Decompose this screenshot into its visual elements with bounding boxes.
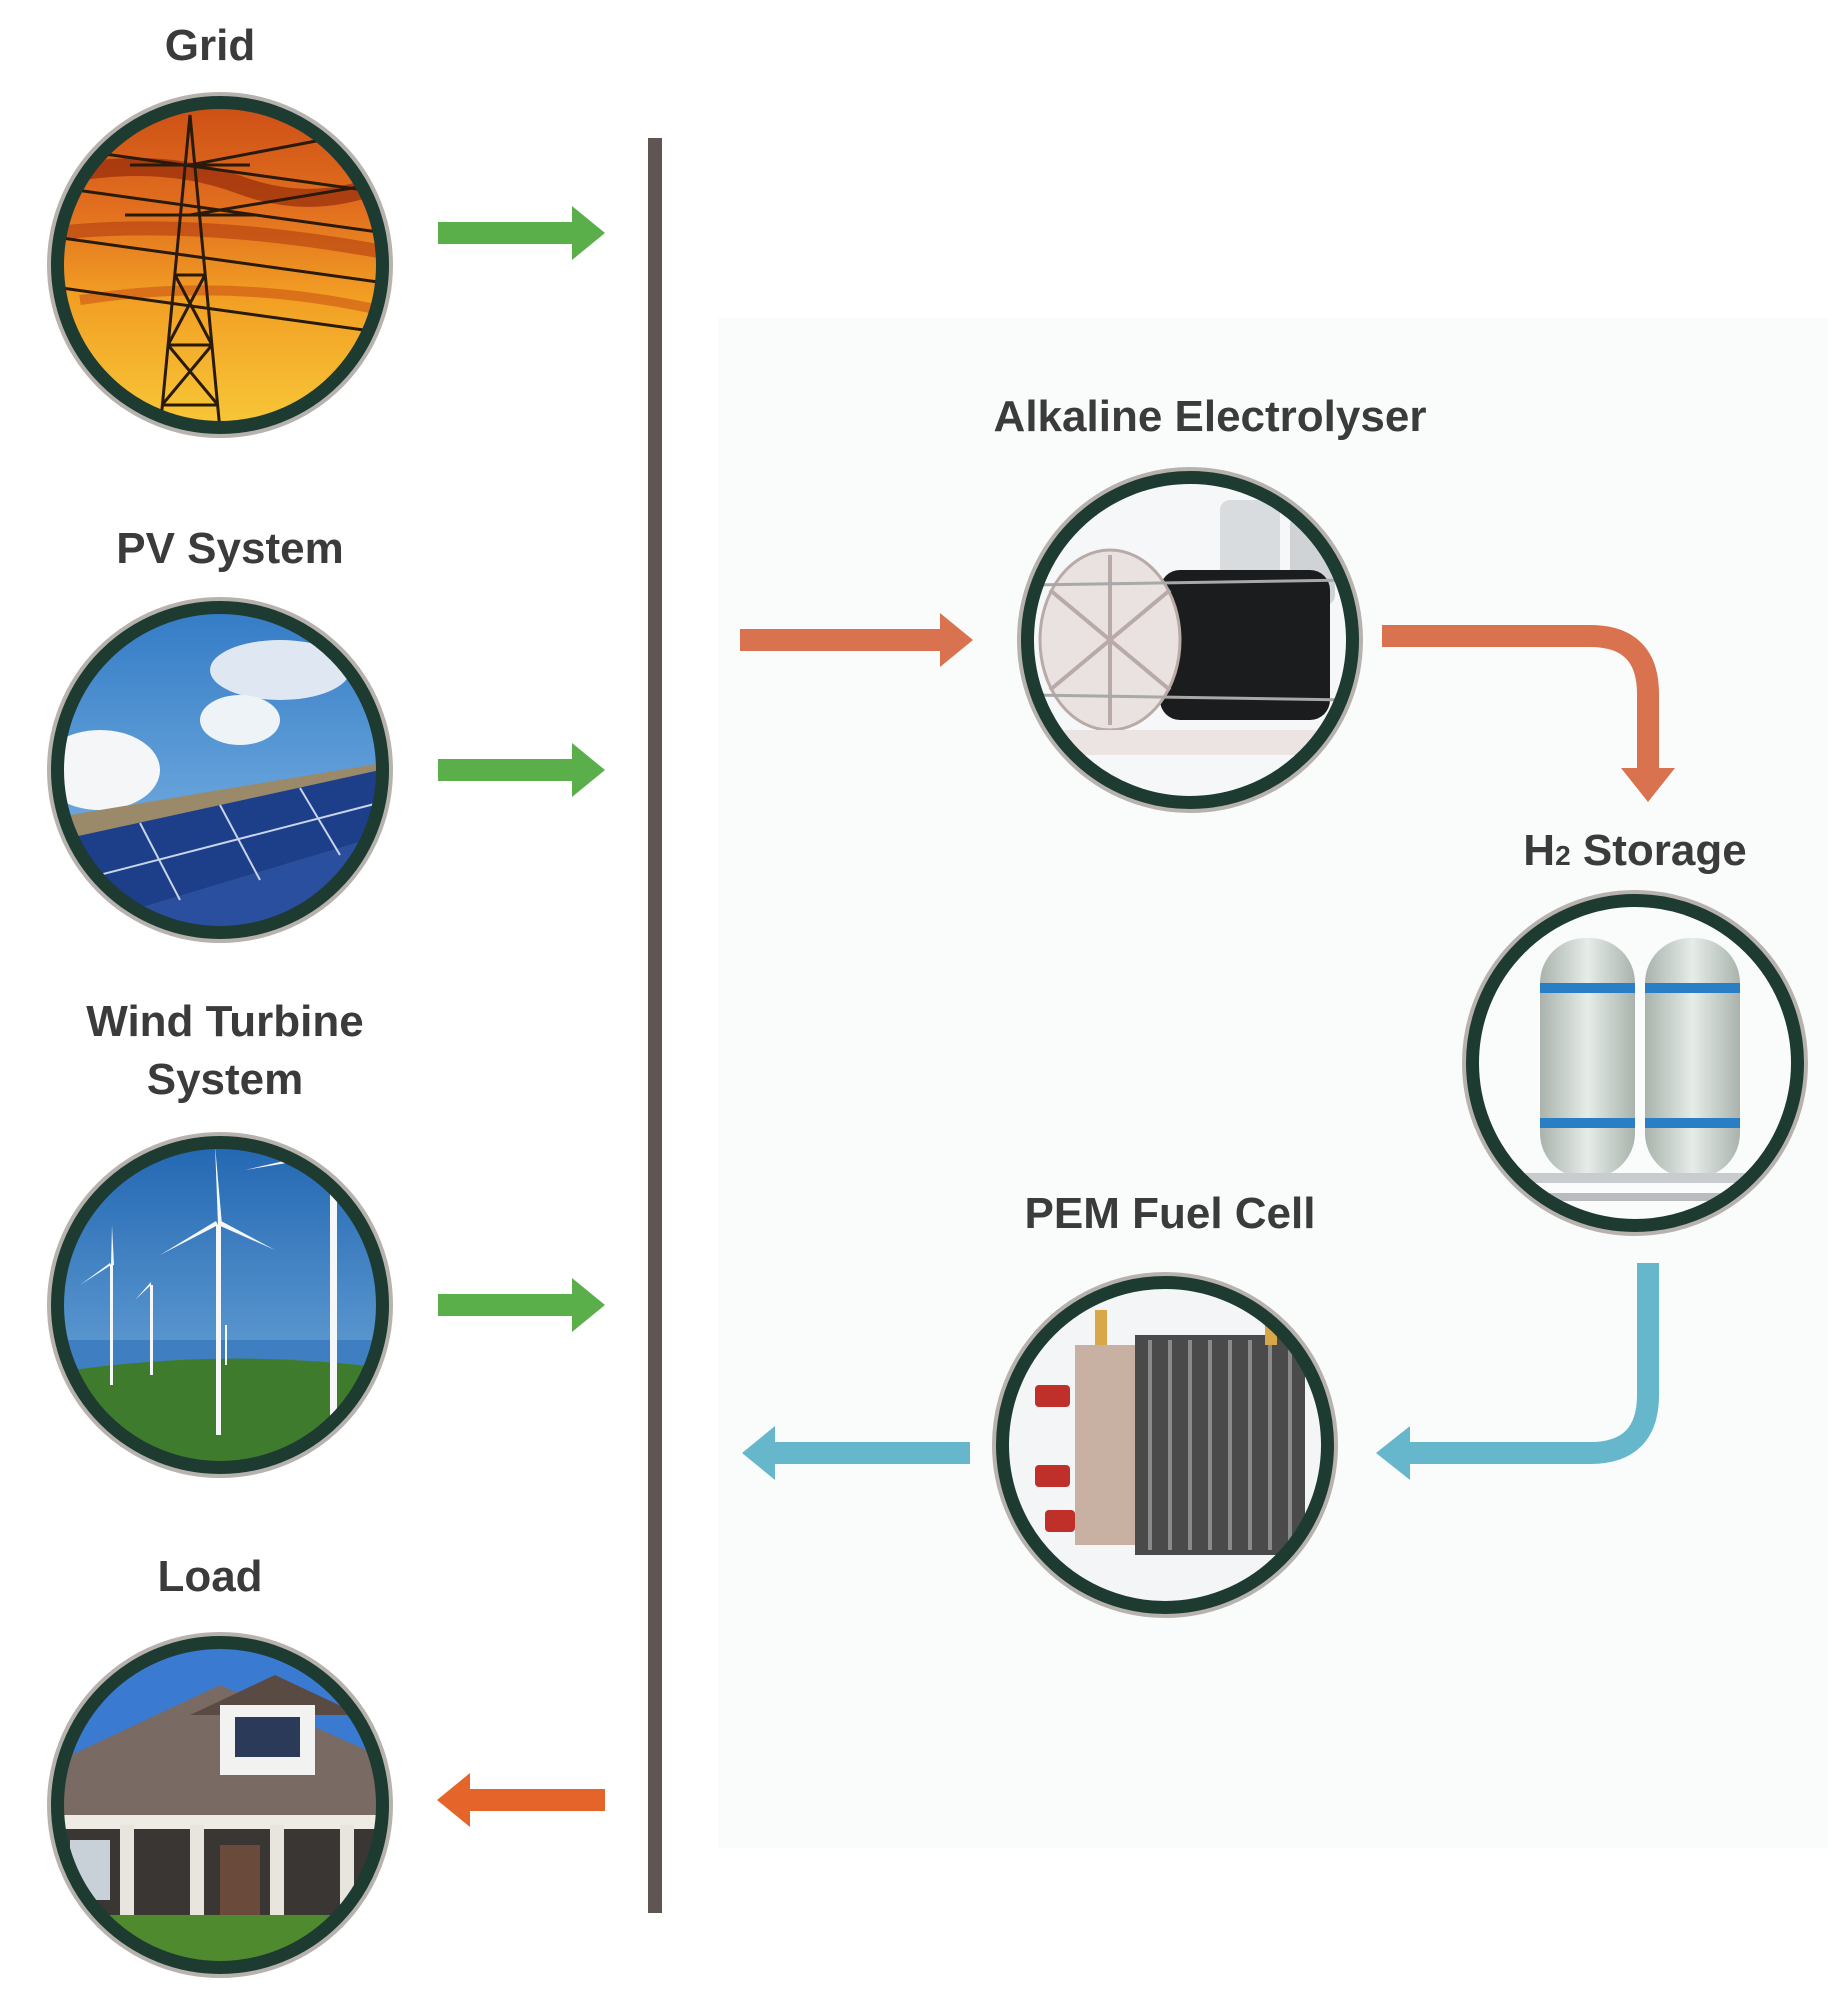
pv-to-bus-arrow (438, 743, 605, 797)
bus-to-electrolyser-arrow (740, 613, 973, 667)
wind-turbine-label: Wind Turbine System (40, 993, 410, 1109)
fuel-cell-label: PEM Fuel Cell (1024, 1189, 1316, 1238)
power-pylon-sunset-icon (47, 92, 393, 438)
wind-turbine-label-line1: Wind Turbine (86, 997, 364, 1046)
grid-node (40, 85, 400, 445)
pv-system-label: PV System (116, 524, 344, 573)
h2-storage-label-h: H (1523, 826, 1556, 875)
bus-to-load-arrow (437, 1773, 605, 1827)
house-icon (47, 1632, 393, 1978)
grid-to-bus-arrow (438, 206, 605, 260)
h2-storage-node (1455, 883, 1815, 1243)
hydrogen-tanks-icon (1462, 890, 1808, 1236)
grid-label: Grid (164, 21, 256, 70)
fuel-cell-stack-icon (992, 1272, 1338, 1618)
wind-to-bus-arrow (438, 1278, 605, 1332)
wind-turbine-label-line2: System (146, 1055, 304, 1104)
fuel-cell-node (985, 1265, 1345, 1625)
dc-bus-bar (648, 138, 662, 1913)
fuel-cell-to-bus-arrow (742, 1426, 970, 1480)
wind-turbine-node (40, 1125, 400, 1485)
electrolyser-node (1010, 460, 1370, 820)
load-node (40, 1625, 400, 1985)
load-label: Load (157, 1552, 263, 1601)
wind-turbines-icon (47, 1132, 393, 1478)
electrolyser-to-storage-arrow (1382, 625, 1675, 802)
storage-to-fuel-cell-arrow (1376, 1263, 1659, 1480)
electrolyser-label: Alkaline Electrolyser (993, 392, 1427, 441)
pv-system-node (40, 590, 400, 950)
h2-storage-label: H2 Storage (1470, 822, 1800, 885)
solar-panels-icon (47, 597, 393, 943)
h2-storage-label-sub: 2 (1555, 840, 1571, 871)
h2-storage-label-rest: Storage (1570, 826, 1747, 875)
electrolyser-icon (1017, 467, 1363, 813)
